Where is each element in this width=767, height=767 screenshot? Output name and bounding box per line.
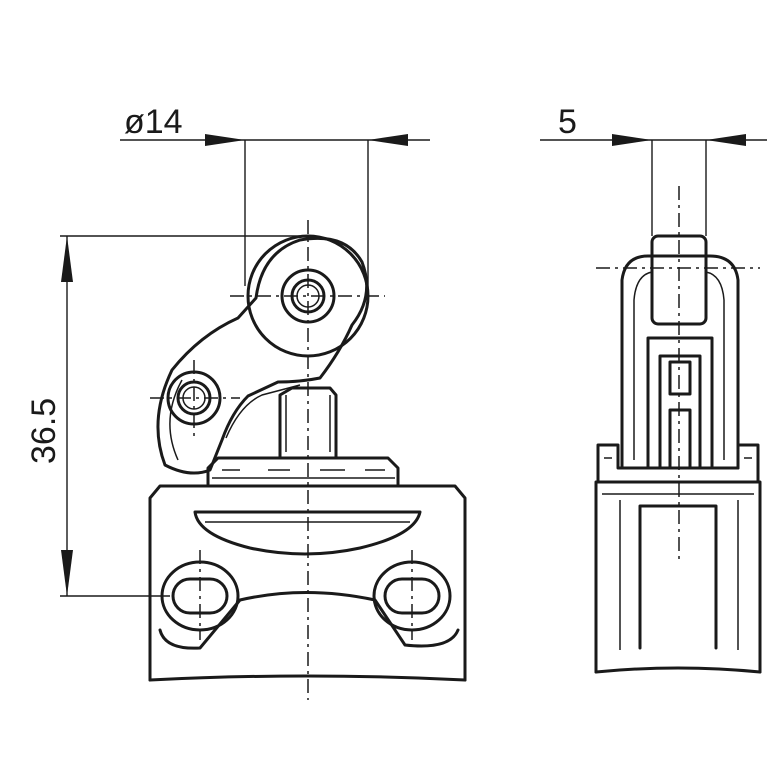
actuator-plate-notches [212, 469, 395, 479]
dimension-width: 5 [540, 103, 767, 236]
side-housing-bottom [594, 666, 762, 674]
plunger-detail [285, 395, 331, 452]
front-view: ø14 36.5 [25, 103, 467, 700]
lever-arm [156, 236, 369, 475]
lever-inner-contour [169, 379, 301, 461]
dimension-diameter: ø14 [120, 103, 430, 300]
dimension-height-label: 36.5 [25, 398, 63, 464]
actuator-top-plate [206, 456, 400, 486]
side-lever [620, 254, 740, 470]
dimension-height: 36.5 [25, 235, 300, 597]
dimension-diameter-label: ø14 [124, 103, 183, 141]
housing-bottom-edge [148, 674, 467, 682]
side-plunger [646, 336, 714, 470]
side-pin-lower [668, 408, 692, 470]
dimension-width-label: 5 [558, 103, 577, 141]
housing-lower-contour [158, 591, 460, 650]
side-housing-lines [602, 493, 754, 650]
plunger [278, 386, 338, 460]
side-pin-upper [668, 360, 692, 396]
side-view: 5 [540, 103, 767, 674]
side-plunger-inner [658, 354, 702, 470]
side-lever-inner [633, 271, 725, 460]
housing-slot [193, 510, 422, 556]
side-housing-inner [638, 504, 718, 650]
side-housing [594, 480, 762, 674]
housing-body [148, 484, 467, 682]
